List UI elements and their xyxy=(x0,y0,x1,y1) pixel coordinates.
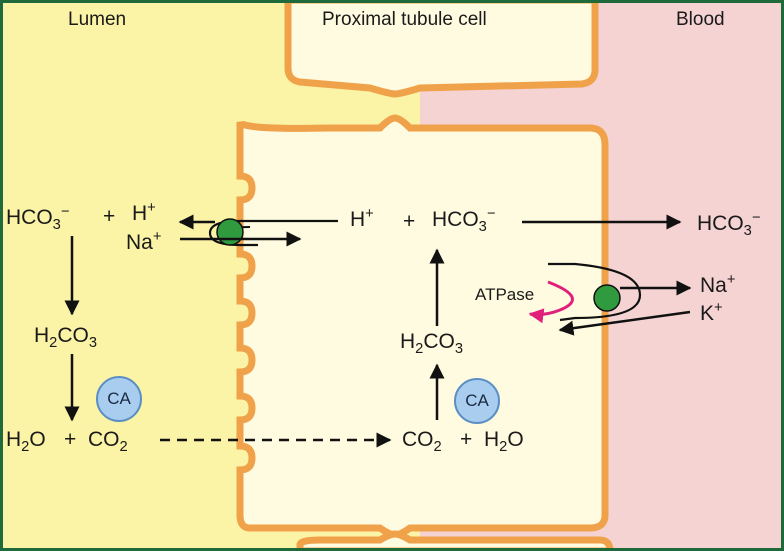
cell-co2-label: CO2 xyxy=(402,428,442,456)
atpase-curved-arrow xyxy=(528,280,574,324)
lumen-carbonic-anhydrase: CA xyxy=(96,376,142,422)
cell-hco3-label: HCO3− xyxy=(432,206,496,236)
cell-h2o-label: H2O xyxy=(484,428,524,456)
main-cell-body xyxy=(236,114,609,539)
lumen-header: Lumen xyxy=(68,9,127,30)
lumen-na-label: Na+ xyxy=(126,229,162,255)
cell-plus-2: + xyxy=(460,428,473,451)
cell-header: Proximal tubule cell xyxy=(322,9,487,30)
upper-cell-body xyxy=(284,0,599,98)
na-h-exchanger xyxy=(216,218,244,246)
lower-cell-body xyxy=(296,530,614,551)
blood-k-label: K+ xyxy=(700,300,723,326)
lumen-plus-1: + xyxy=(103,205,116,228)
na-k-atpase xyxy=(593,284,621,312)
atpase-label: ATPase xyxy=(475,285,535,304)
cell-plus-1: + xyxy=(403,210,416,233)
cell-h-label: H+ xyxy=(350,206,374,232)
lumen-h-label: H+ xyxy=(132,200,156,226)
lumen-co2-label: CO2 xyxy=(88,428,128,456)
lumen-h2co3-label: H2CO3 xyxy=(34,324,98,352)
blood-hco3-label: HCO3− xyxy=(697,210,761,240)
lumen-hco3-label: HCO3− xyxy=(6,204,70,234)
blood-na-label: Na+ xyxy=(700,272,736,298)
lumen-plus-2: + xyxy=(64,428,77,451)
atpase-housing xyxy=(548,262,642,322)
cell-carbonic-anhydrase: CA xyxy=(454,378,500,424)
cell-h2co3-label: H2CO3 xyxy=(400,330,464,358)
lumen-h2o-label: H2O xyxy=(6,428,46,456)
arrow-k-into-cell xyxy=(558,310,691,336)
blood-header: Blood xyxy=(676,9,725,30)
